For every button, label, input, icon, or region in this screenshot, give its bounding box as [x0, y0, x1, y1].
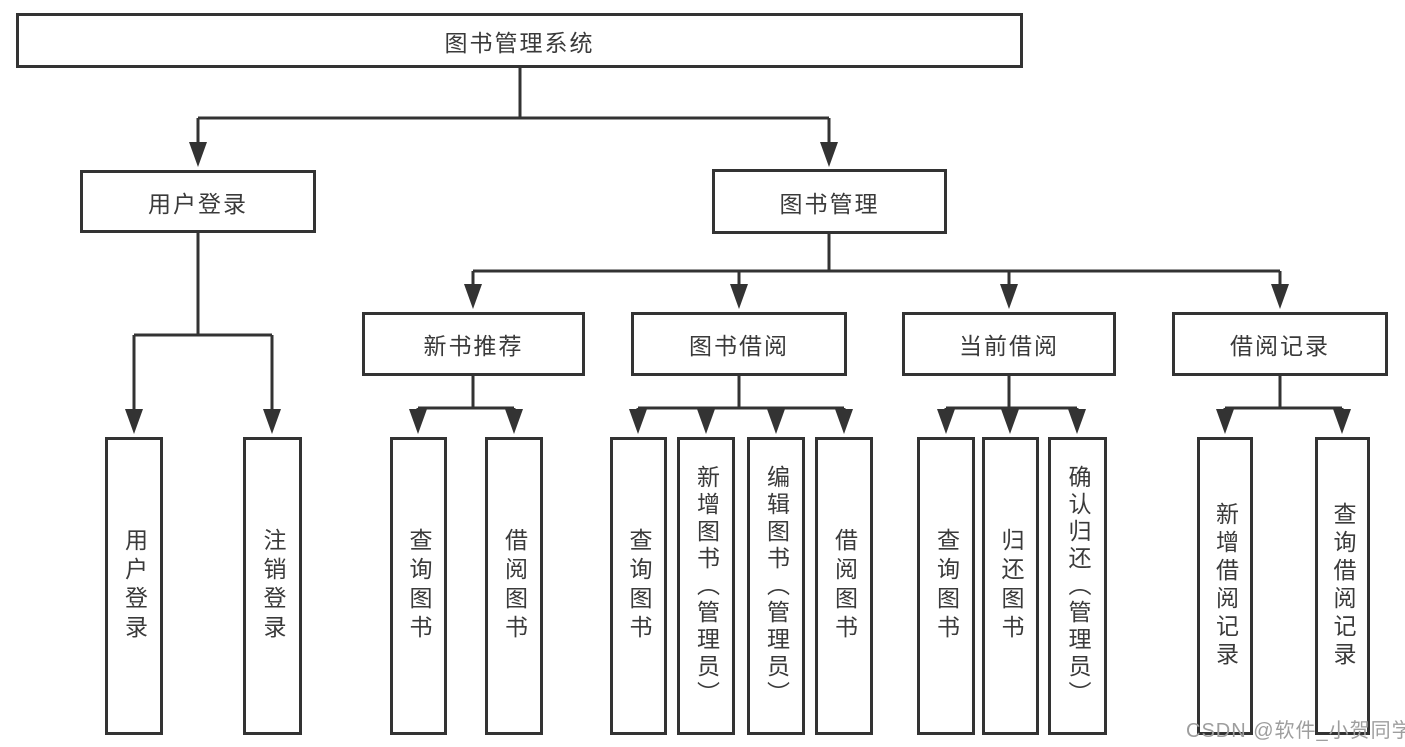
node-book-management: 图书管理 [712, 169, 947, 234]
leaf-borrow-books-borrowing: 借阅图书 [815, 437, 873, 735]
node-new-book-recommend: 新书推荐 [362, 312, 585, 376]
node-borrowing-records: 借阅记录 [1172, 312, 1388, 376]
leaf-borrow-books-recommend: 借阅图书 [485, 437, 543, 735]
leaf-query-books-borrowing: 查询图书 [610, 437, 667, 735]
leaf-query-books-recommend: 查询图书 [390, 437, 447, 735]
node-user-login: 用户登录 [80, 170, 316, 233]
leaf-logout: 注销登录 [243, 437, 302, 735]
leaf-confirm-return-admin: 确认归还（管理员） [1048, 437, 1107, 735]
node-current-borrowing: 当前借阅 [902, 312, 1116, 376]
leaf-query-borrow-record: 查询借阅记录 [1315, 437, 1370, 735]
leaf-add-borrow-record: 新增借阅记录 [1197, 437, 1253, 735]
leaf-return-books: 归还图书 [982, 437, 1039, 735]
leaf-add-books-admin: 新增图书（管理员） [677, 437, 735, 735]
node-root: 图书管理系统 [16, 13, 1023, 68]
leaf-user-login: 用户登录 [105, 437, 163, 735]
node-book-borrowing: 图书借阅 [631, 312, 847, 376]
leaf-query-books-current: 查询图书 [917, 437, 975, 735]
leaf-edit-books-admin: 编辑图书（管理员） [747, 437, 805, 735]
watermark: CSDN @软件_小贺同学 [1186, 720, 1405, 742]
